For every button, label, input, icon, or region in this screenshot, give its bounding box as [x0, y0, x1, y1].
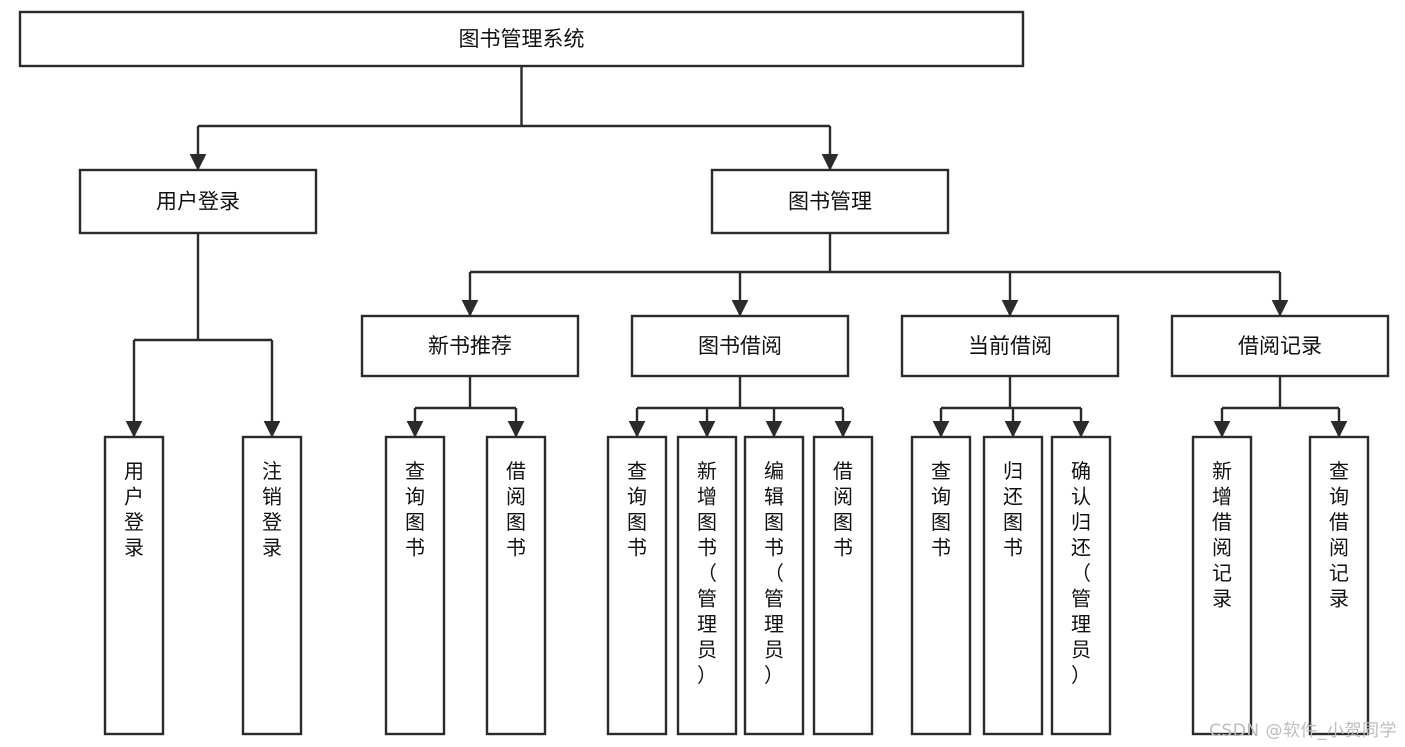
node-leaf-query-borrow-record[interactable]: 查询借阅记录 [1308, 435, 1370, 736]
node-new-book-recommend[interactable]: 新书推荐 [360, 314, 580, 378]
node-leaf-add-borrow-record[interactable]: 新增借阅记录 [1191, 435, 1253, 736]
node-root[interactable]: 图书管理系统 [18, 10, 1025, 68]
node-box [384, 435, 446, 736]
node-label: 借阅记录 [1238, 334, 1322, 358]
node-leaf-return-book[interactable]: 归还图书 [982, 435, 1044, 736]
node-label: 用户登录 [124, 458, 144, 559]
node-box [982, 435, 1044, 736]
node-box [630, 314, 850, 378]
node-box [900, 314, 1120, 378]
node-label: 当前借阅 [968, 334, 1052, 358]
node-leaf-query-book-current[interactable]: 查询图书 [910, 435, 972, 736]
node-leaf-borrow-book-recommend[interactable]: 借阅图书 [485, 435, 547, 736]
node-label: 新增图书（管理员） [697, 458, 717, 686]
node-user-login[interactable]: 用户登录 [78, 168, 318, 235]
node-box [78, 168, 318, 235]
node-box [1308, 435, 1370, 736]
node-label: 查询借阅记录 [1329, 458, 1349, 610]
node-label: 用户登录 [156, 190, 240, 214]
node-box [241, 435, 303, 736]
node-label: 图书借阅 [698, 334, 782, 358]
node-box [360, 314, 580, 378]
node-box [1050, 435, 1112, 736]
node-leaf-logout[interactable]: 注销登录 [241, 435, 303, 736]
node-label: 新书推荐 [428, 334, 512, 358]
node-leaf-query-book-recommend[interactable]: 查询图书 [384, 435, 446, 736]
node-label: 查询图书 [627, 458, 647, 559]
node-label: 注销登录 [262, 458, 282, 559]
node-leaf-borrow-book[interactable]: 借阅图书 [812, 435, 874, 736]
node-leaf-add-book-admin[interactable]: 新增图书（管理员） [676, 435, 738, 736]
node-box [910, 435, 972, 736]
node-box [1191, 435, 1253, 736]
node-label: 查询图书 [931, 458, 951, 559]
node-box [103, 435, 165, 736]
node-leaf-user-login[interactable]: 用户登录 [103, 435, 165, 736]
node-box [676, 435, 738, 736]
node-box [18, 10, 1025, 68]
node-box [710, 168, 950, 235]
node-box [1170, 314, 1390, 378]
node-label: 图书管理 [788, 190, 872, 214]
node-book-borrow[interactable]: 图书借阅 [630, 314, 850, 378]
nodes-layer: 图书管理系统用户登录图书管理新书推荐图书借阅当前借阅借阅记录用户登录注销登录查询… [18, 10, 1390, 736]
node-box [812, 435, 874, 736]
node-label: 图书管理系统 [459, 27, 585, 51]
node-label: 新增借阅记录 [1212, 458, 1232, 610]
node-leaf-confirm-return-admin[interactable]: 确认归还（管理员） [1050, 435, 1112, 736]
node-label: 借阅图书 [506, 458, 526, 559]
edges-layer [125, 66, 1348, 438]
node-label: 查询图书 [405, 458, 425, 559]
node-box [743, 435, 805, 736]
node-box [606, 435, 668, 736]
node-label: 归还图书 [1003, 458, 1023, 559]
node-label: 确认归还（管理员） [1071, 458, 1091, 686]
node-leaf-edit-book-admin[interactable]: 编辑图书（管理员） [743, 435, 805, 736]
node-box [485, 435, 547, 736]
node-book-management[interactable]: 图书管理 [710, 168, 950, 235]
node-current-borrow[interactable]: 当前借阅 [900, 314, 1120, 378]
node-label: 编辑图书（管理员） [764, 458, 784, 686]
node-label: 借阅图书 [833, 458, 853, 559]
node-borrow-record[interactable]: 借阅记录 [1170, 314, 1390, 378]
node-leaf-query-book-borrow[interactable]: 查询图书 [606, 435, 668, 736]
